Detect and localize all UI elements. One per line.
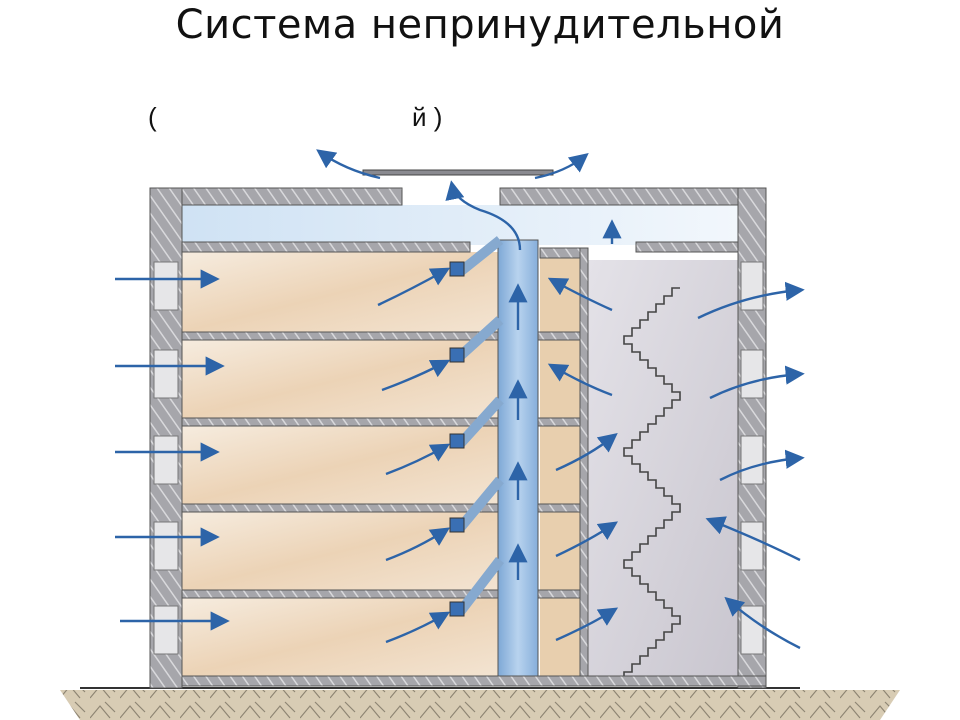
floor-slabs bbox=[181, 241, 767, 687]
subtitle-fragment-right: й ) bbox=[412, 102, 443, 132]
airflow-arrows bbox=[115, 149, 805, 650]
attic-space bbox=[180, 205, 740, 245]
slide-title: Система непринудительной bbox=[175, 2, 785, 48]
staircase bbox=[588, 260, 738, 680]
exhaust-cap bbox=[362, 169, 554, 176]
rooms bbox=[182, 252, 580, 676]
subtitle-fragment-left: ( bbox=[148, 102, 157, 132]
ground bbox=[60, 687, 900, 720]
roof bbox=[149, 169, 759, 206]
